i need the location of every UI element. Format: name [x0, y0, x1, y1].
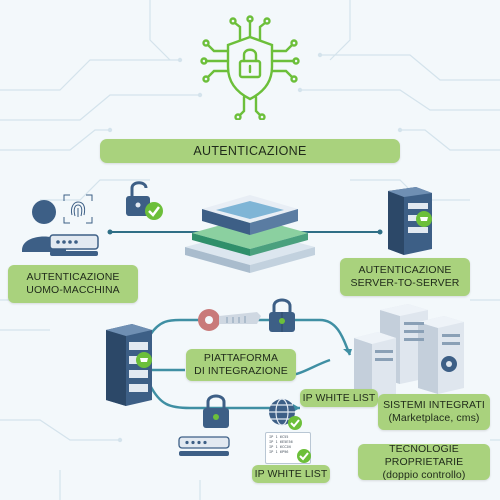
label-tecnologie-line2: (doppio controllo) [382, 468, 466, 481]
label-server-line2: SERVER-TO-SERVER [350, 277, 460, 289]
label-piattaforma-line2: DI INTEGRAZIONE [194, 365, 288, 377]
user-icon [22, 200, 99, 256]
padlock-icon [269, 298, 295, 332]
password-field-icon [178, 436, 230, 456]
label-autenticazione-server-to-server: AUTENTICAZIONE SERVER-TO-SERVER [340, 258, 470, 296]
ip-entry: IP 1 6P96 [269, 450, 289, 454]
key-icon [198, 309, 261, 331]
integrated-systems-servers-icon [354, 304, 464, 400]
unlocked-padlock-icon [126, 181, 163, 220]
ip-entry: IP 1 6C55 [269, 435, 289, 439]
label-autenticazione-uomo-macchina: AUTENTICAZIONE UOMO-MACCHINA [8, 265, 138, 303]
label-uomo-line2: UOMO-MACCHINA [26, 284, 120, 296]
label-sistemi-line2: (Marketplace, cms) [388, 412, 480, 424]
padlock-icon-bottom [203, 394, 229, 428]
label-sistemi-integrati: SISTEMI INTEGRATI (Marketplace, cms) [378, 394, 490, 430]
label-uomo-line1: AUTENTICAZIONE [26, 271, 120, 283]
globe-icon [269, 398, 302, 430]
shield-lock-icon [200, 15, 300, 120]
server-icon [388, 187, 432, 255]
label-sistemi-line1: SISTEMI INTEGRATI [383, 399, 485, 411]
label-piattaforma-integrazione: PIATTAFORMA DI INTEGRAZIONE [186, 349, 296, 381]
label-tecnologie-proprietarie: TECNOLOGIE PROPRIETARIE (doppio controll… [358, 442, 490, 481]
check-icon [297, 449, 311, 463]
label-ip-white-list-bottom: IP WHITE LIST [252, 465, 330, 483]
fingerprint-icon [63, 194, 93, 224]
hub-platform-icon [185, 195, 315, 273]
label-ip-white-list-right: IP WHITE LIST [300, 389, 378, 407]
ip-entry: IP 1 6E5E56 [269, 440, 293, 444]
integration-server-icon [106, 324, 152, 406]
page-title: AUTENTICAZIONE [100, 139, 400, 163]
ip-document-icon: IP 1 6C55 IP 1 6E5E56 IP 1 6CC2N IP 1 6P… [265, 432, 311, 464]
label-server-line1: AUTENTICAZIONE [358, 264, 452, 276]
label-piattaforma-line1: PIATTAFORMA [203, 352, 279, 364]
ip-entry: IP 1 6CC2N [269, 445, 291, 449]
gear-icon [441, 356, 457, 372]
label-tecnologie-line1: TECNOLOGIE PROPRIETARIE [384, 442, 464, 468]
